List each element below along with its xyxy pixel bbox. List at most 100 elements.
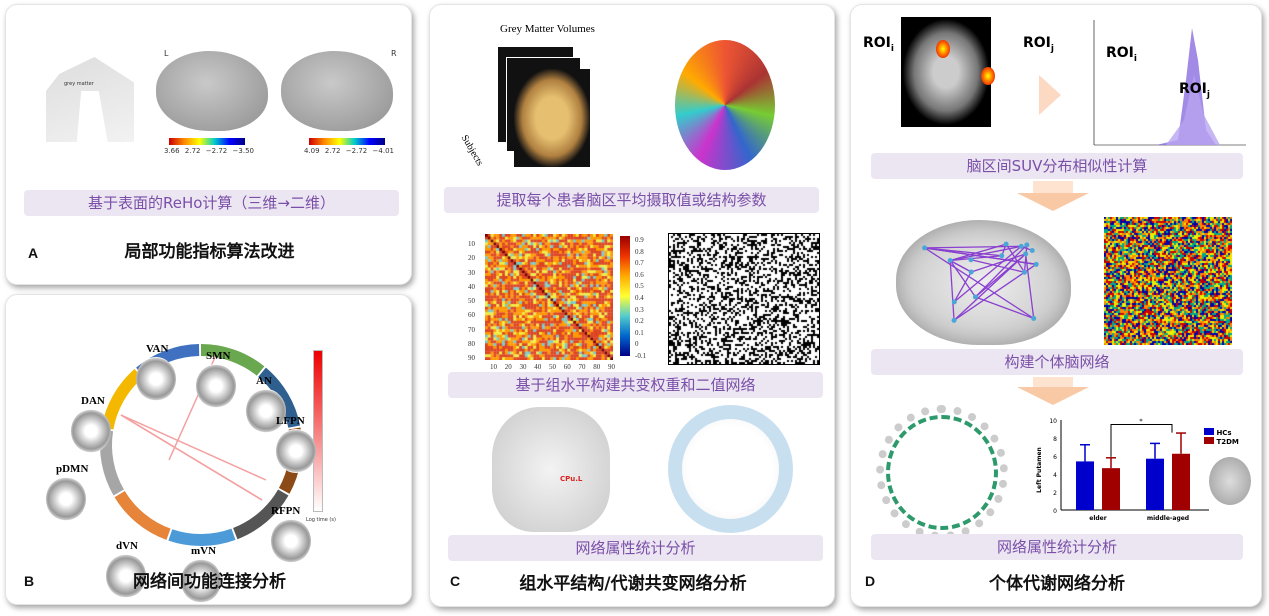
network-edge [975,296,1034,320]
matrix-tick: 50 [549,363,556,371]
panel-a-title: 局部功能指标算法改进 [124,242,295,262]
network-label-an: AN [256,375,272,387]
putamen-brain-slice [1209,457,1251,505]
network-label-mvn: mVN [191,545,217,557]
colorbar-tick: -0.1 [635,351,647,360]
histogram-roi-j-label: ROIj [1179,81,1210,100]
network-edge [953,245,1022,303]
network-label-dan: DAN [81,395,105,407]
panel-b-title: 网络间功能连接分析 [133,572,286,592]
network-edge [924,245,1022,249]
rat-brain-image [492,407,610,532]
network-node [1033,261,1039,267]
significance-bracket [1110,424,1173,457]
histogram-roi-i-label: ROIi [1106,45,1137,64]
caption-suv-similarity: 脑区间SUV分布相似性计算 [871,153,1243,179]
panel-letter-d: D [865,573,876,589]
down-arrow-1-stem [1033,181,1073,193]
brain-map-van [136,357,176,401]
matrix-tick: 90 [468,354,475,362]
network-edge [971,253,1026,273]
down-arrow-1 [1017,193,1089,211]
right-hemisphere-surface [281,51,393,131]
caption-surface-reho: 基于表面的ReHo计算（三维→二维） [24,190,399,216]
grey-matter-diagram [46,57,134,142]
binary-network-matrix [668,233,820,365]
brain-map-rfpn [271,519,311,563]
brain-map-smn [196,364,236,408]
panel-c: Grey Matter Volumes Subjects 提取每个患者脑区平均摄… [429,4,835,607]
connectogram [668,405,793,533]
ring-segment-rfpn [232,489,289,540]
network-node [1029,247,1035,253]
network-node [1023,251,1029,257]
network-node [1021,269,1027,275]
significance-marker: * [1139,418,1143,426]
network-node [1003,241,1009,247]
y-tick-label: 10 [1049,418,1057,425]
left-hemisphere-surface [156,51,268,131]
network-label-lfpn: LFPN [276,415,305,427]
caption-network-stats-d: 网络属性统计分析 [871,534,1243,560]
network-node [999,253,1005,259]
matrix-tick: 30 [468,268,475,277]
matrix-tick: 50 [468,297,475,305]
legend-t2dm: T2DM [1204,437,1239,446]
network-node [968,257,974,263]
matrix-tick: 10 [468,240,475,248]
panel-c-title: 组水平结构/代谢共变网络分析 [519,574,747,594]
matrix-tick: 40 [468,282,475,291]
right-arrow [1039,75,1061,115]
matrix-tick: 80 [593,363,601,371]
atlas-parcellation [675,40,775,170]
network-edge [950,243,1007,262]
matrix-colorbar [620,236,630,356]
panel-letter-b: B [24,573,35,589]
left-colorbar [169,138,245,145]
colorbar-tick: 0.6 [635,270,644,279]
chart-legend: HCs T2DM [1204,428,1239,446]
network-node [1024,242,1030,248]
bar-t2dm-elder [1102,468,1120,510]
ring-segment-mvn [168,528,236,546]
network-label-van: VAN [146,343,169,355]
network-label-dvn: dVN [116,540,139,552]
matrix-tick: 20 [504,363,512,371]
connection-arrow [120,414,267,481]
region-label-cpu: CPu.L [560,475,583,483]
bar-t2dm-middle-aged [1172,453,1190,510]
network-edge [924,247,1035,319]
right-colorbar [309,138,385,145]
y-tick-label: 0 [1053,508,1057,515]
y-axis-label: Left Putamen [1036,447,1043,493]
colorbar-tick: 0.4 [635,293,644,302]
colorbar-tick: 0.7 [635,259,644,268]
colorbar-tick: 0 [635,340,639,349]
y-tick-label: 2 [1053,490,1057,497]
down-arrow-2-stem [1033,377,1073,387]
brain-map-lfpn [276,429,316,473]
matrix-tick: 70 [578,363,586,371]
colorbar-tick: 0.1 [635,328,644,337]
grey-matter-volumes-title: Grey Matter Volumes [500,23,595,35]
network-node [968,269,974,275]
network-edge [975,253,1027,298]
ring-segment-an [258,367,301,428]
network-node [951,299,957,305]
network-node [947,258,953,264]
caption-extract-values: 提取每个患者脑区平均摄取值或结构参数 [444,187,819,213]
network-label-smn: SMN [206,350,231,362]
pet-brain-image [901,17,991,127]
panel-letter-a: A [28,245,39,261]
colorbar-label: Log time (s) [306,517,336,523]
subjects-label: Subjects [458,133,486,168]
panel-letter-c: C [450,573,461,589]
covariance-weighted-matrix [485,234,613,360]
network-edge [949,260,976,298]
brain-map-an [246,389,286,433]
